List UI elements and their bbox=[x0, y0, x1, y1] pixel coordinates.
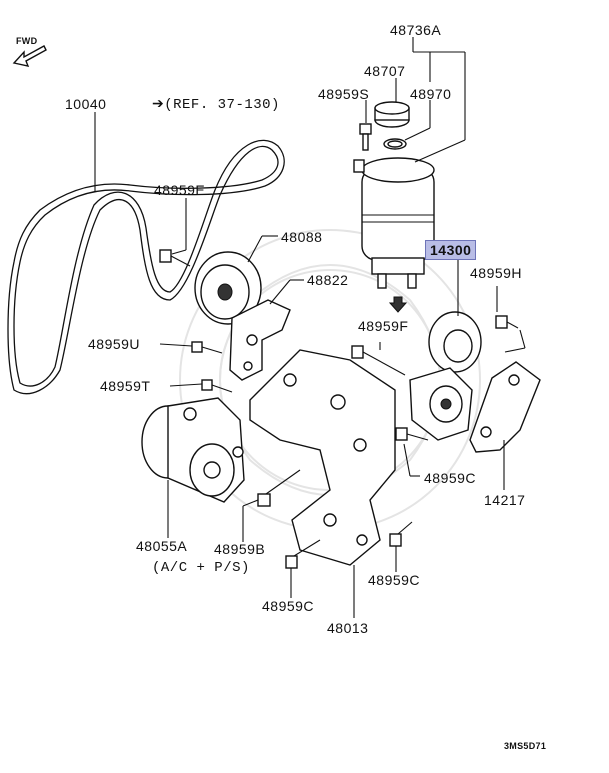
main-bracket bbox=[249, 349, 396, 566]
callout-48736A[interactable]: 48736A bbox=[390, 22, 442, 38]
o-ring bbox=[383, 138, 407, 150]
reference-note[interactable]: ➔(REF. 37-130) bbox=[152, 97, 280, 113]
bolt-48959C-lower-right bbox=[389, 521, 413, 547]
belt-tensioner bbox=[409, 311, 482, 441]
callout-48959E[interactable]: 48959E bbox=[154, 182, 206, 198]
bolt-48959F bbox=[351, 345, 406, 376]
callout-48013[interactable]: 48013 bbox=[327, 620, 369, 636]
leader-lines bbox=[94, 37, 526, 618]
bolt-48959E bbox=[159, 249, 191, 267]
reservoir-cap bbox=[374, 101, 410, 128]
callout-14217[interactable]: 14217 bbox=[484, 492, 526, 508]
idler-pulley bbox=[194, 251, 262, 325]
callout-48959T[interactable]: 48959T bbox=[100, 378, 151, 394]
reservoir-tank bbox=[353, 157, 435, 313]
bolt-48959C-upper bbox=[395, 427, 429, 441]
callout-48959S[interactable]: 48959S bbox=[318, 86, 370, 102]
bolt-48959U bbox=[191, 341, 223, 354]
callout-10040[interactable]: 10040 bbox=[65, 96, 107, 112]
bolt-48959S bbox=[359, 123, 372, 151]
callout-48822[interactable]: 48822 bbox=[307, 272, 349, 288]
idler-bracket bbox=[229, 299, 291, 381]
forward-direction-label: FWD bbox=[16, 36, 38, 46]
callout-48959C-mid[interactable]: 48959C bbox=[368, 572, 421, 588]
diagram-code: 3MS5D71 bbox=[504, 741, 547, 751]
callout-48959C-bottom[interactable]: 48959C bbox=[262, 598, 315, 614]
drive-belt bbox=[7, 139, 285, 395]
callout-14300-highlighted[interactable]: 14300 bbox=[425, 240, 477, 260]
callout-48959U[interactable]: 48959U bbox=[88, 336, 141, 352]
callout-48959F[interactable]: 48959F bbox=[358, 318, 409, 334]
callout-48707[interactable]: 48707 bbox=[364, 63, 406, 79]
forward-arrow-icon bbox=[12, 45, 47, 67]
bolt-48959T bbox=[201, 379, 233, 393]
bolt-48959H bbox=[495, 315, 519, 329]
callout-48088[interactable]: 48088 bbox=[281, 229, 323, 245]
callout-48959B[interactable]: 48959B bbox=[214, 541, 266, 557]
callout-48970[interactable]: 48970 bbox=[410, 86, 452, 102]
power-steering-pump bbox=[141, 397, 245, 503]
ac-ps-note: (A/C + P/S) bbox=[152, 560, 250, 576]
tensioner-bracket bbox=[469, 361, 541, 453]
callout-48959C-right[interactable]: 48959C bbox=[424, 470, 477, 486]
callout-48055A[interactable]: 48055A bbox=[136, 538, 188, 554]
callout-48959H[interactable]: 48959H bbox=[470, 265, 523, 281]
